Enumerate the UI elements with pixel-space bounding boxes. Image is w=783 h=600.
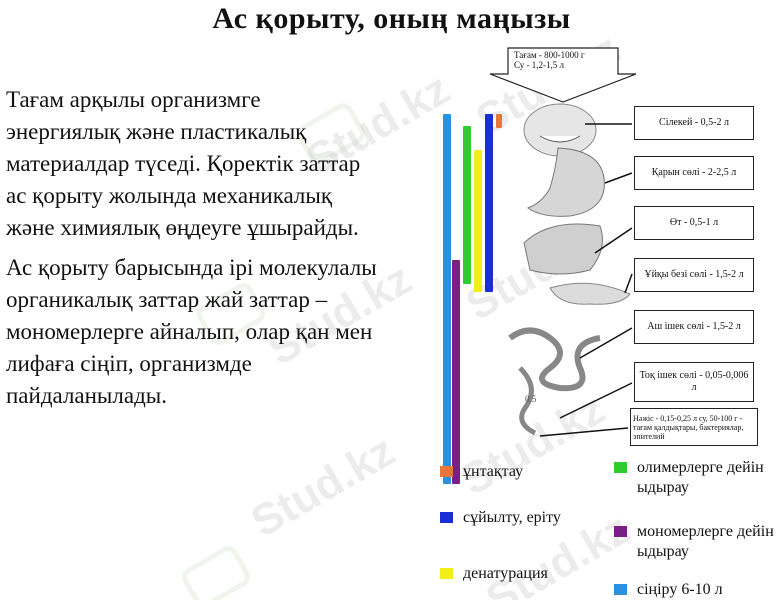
legend-item-grinding: ұнтақтау [440, 462, 523, 482]
bar-oligomer-breakdown [463, 126, 471, 284]
legend-swatch [440, 512, 453, 523]
legend-item-absorption: сіңіру 6-10 л [614, 580, 723, 600]
legend-swatch [614, 462, 627, 473]
body-text: Тағам арқылы организмге энергиялық және … [6, 84, 378, 420]
legend-label: сіңіру 6-10 л [637, 581, 723, 598]
digestive-system-diagram: Тағам - 800-1000 г Су - 1,2-1,5 л 0.5 Сі… [430, 38, 783, 484]
legend-item-oligomer: олимерлерге дейін ыдырау [614, 458, 782, 498]
bar-monomer-breakdown [452, 260, 460, 484]
legend-label: олимерлерге дейін ыдырау [637, 459, 764, 496]
callout-feces: Нәжіс - 0,15-0,25 л су, 50-100 г - тағам… [630, 408, 758, 446]
legend-swatch [614, 526, 627, 537]
legend-swatch [440, 466, 453, 477]
bar-denaturation [474, 150, 482, 292]
legend-item-monomer: мономерлерге дейін ыдырау [614, 522, 782, 562]
legend-label: ұнтақтау [463, 463, 524, 480]
bar-grinding [496, 114, 502, 128]
callout-gastric-juice: Қарын сөлі - 2-2,5 л [634, 156, 754, 190]
diagram-lines [489, 47, 637, 437]
legend-item-denaturation: денатурация [440, 564, 548, 584]
bar-absorption [443, 114, 451, 484]
legend-label: денатурация [463, 565, 548, 582]
paragraph-digestion: Ас қорыту барысында ірі молекулалы орган… [6, 255, 377, 408]
intake-label: Тағам - 800-1000 г Су - 1,2-1,5 л [514, 50, 585, 70]
callout-large-intestine-juice: Тоқ ішек сөлі - 0,05-0,006 л [634, 362, 754, 402]
legend-swatch [440, 568, 453, 579]
legend-label: мономерлерге дейін ыдырау [637, 523, 774, 560]
legend-label: сұйылту, еріту [463, 509, 561, 526]
small-scale-label: 0.5 [525, 394, 537, 404]
watermark-text: Stud.kz [242, 426, 403, 547]
callout-small-intestine-juice: Аш ішек сөлі - 1,5-2 л [634, 310, 754, 344]
page-title: Ас қорыту, оның маңызы [212, 2, 571, 35]
watermark-logo [178, 542, 254, 600]
legend-item-dilution: сұйылту, еріту [440, 508, 561, 528]
callout-bile: Өт - 0,5-1 л [634, 206, 754, 240]
bar-dilution [485, 114, 493, 292]
paragraph-intake: Тағам арқылы организмге энергиялық және … [6, 87, 361, 240]
callout-saliva: Сілекей - 0,5-2 л [634, 106, 754, 140]
callout-pancreatic-juice: Ұйқы безі сөлі - 1,5-2 л [634, 258, 754, 292]
legend-swatch [614, 584, 627, 595]
